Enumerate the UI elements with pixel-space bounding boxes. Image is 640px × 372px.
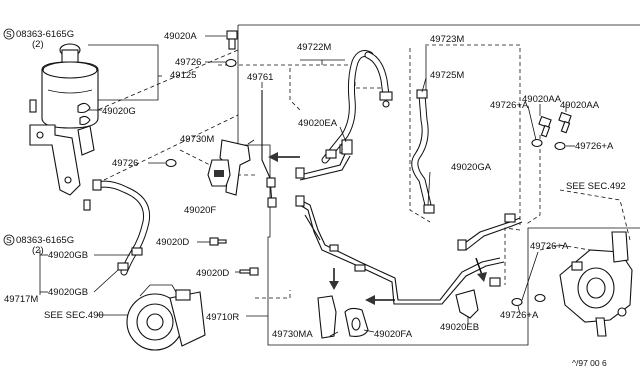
dashed-guide-9 — [504, 227, 521, 285]
label-49730MA: 49730MA — [272, 329, 313, 340]
label-49730M: 49730M — [180, 134, 214, 145]
label-49020EB: 49020EB — [440, 322, 479, 333]
label-49761: 49761 — [247, 72, 273, 83]
label-see-sec-490: SEE SEC.490 — [44, 310, 104, 321]
dashed-guide-12 — [524, 135, 541, 226]
dashed-guide-6 — [425, 44, 521, 225]
bolt-49020AA-left — [538, 115, 552, 138]
bolt-49020A — [226, 30, 238, 50]
washer-49726-top — [225, 58, 237, 68]
reservoir-group-bracket — [88, 44, 159, 101]
label-49725M: 49725M — [430, 70, 464, 81]
footer-code: ^/97 00 6 — [572, 358, 607, 368]
direction-arrow-left-2 — [365, 295, 395, 305]
label-49726A-upper-right: 49726+A — [575, 141, 614, 152]
label-49020F: 49020F — [184, 205, 216, 216]
label-49726A-mid: 49726+A — [530, 241, 569, 252]
pressure-hose-49722M — [321, 50, 393, 164]
power-steering-pump — [126, 284, 206, 351]
label-bolt-top-qty: (2) — [32, 39, 44, 50]
direction-arrow-left — [268, 152, 300, 162]
label-49726-mid: 49726 — [112, 158, 138, 169]
leader-lines — [39, 35, 575, 337]
clamp-49020EB — [455, 289, 479, 319]
label-49020G: 49020G — [102, 106, 136, 117]
washer-49726A-upper-left — [531, 138, 543, 148]
dashed-guide-7 — [179, 149, 255, 176]
washer-49726A-lower-right — [534, 293, 546, 303]
bracket-49730MA — [317, 295, 337, 339]
label-49020A: 49020A — [164, 31, 197, 42]
washer-49726A-lower-left — [511, 297, 523, 307]
reservoir-bracket — [29, 99, 95, 211]
bolt-49020D-lower — [239, 267, 259, 276]
label-49020D-lower: 49020D — [196, 268, 229, 279]
label-49020AA-right: 49020AA — [560, 100, 600, 111]
dashed-guide-4 — [289, 68, 301, 111]
circled-s-letter-bottom: S — [6, 235, 12, 245]
main-assembly-frame — [237, 24, 640, 346]
cushion-49020F — [207, 159, 231, 187]
reservoir-return-hose — [92, 179, 151, 276]
label-49717M: 49717M — [4, 294, 38, 305]
clamp-49020G — [77, 102, 91, 126]
bolt-49020D-upper — [209, 237, 227, 246]
label-49710R: 49710R — [206, 312, 239, 323]
label-49726-top: 49726 — [175, 57, 201, 68]
dashed-guide-3 — [218, 64, 390, 89]
label-49020FA: 49020FA — [374, 329, 413, 340]
washer-49726-mid — [165, 158, 177, 168]
cushion-49020FA — [344, 307, 369, 337]
dashed-guide-2 — [103, 114, 239, 181]
direction-arrow-down-1 — [329, 268, 339, 290]
dashed-guide-5 — [409, 48, 431, 223]
steering-gear-box — [559, 231, 633, 337]
label-bolt-bottom-qty: (2) — [32, 245, 44, 256]
clamp-49020EA — [341, 139, 353, 155]
label-49726A-upper-left: 49726+A — [490, 100, 529, 111]
label-49020D-upper: 49020D — [156, 237, 189, 248]
label-bolt-top: 08363-6165G — [16, 29, 74, 40]
direction-arrow-down-2 — [475, 257, 487, 282]
circled-s-symbol-bottom — [3, 234, 15, 246]
label-49020EA: 49020EA — [298, 118, 338, 129]
label-49726A-lower: 49726+A — [500, 310, 539, 321]
circled-s-symbol-top — [3, 28, 15, 40]
reservoir-tank — [41, 43, 99, 129]
label-49723M: 49723M — [430, 34, 464, 45]
label-49020AA-left: 49020AA — [522, 94, 562, 105]
return-hose-49725M — [411, 89, 435, 214]
label-49020GA: 49020GA — [451, 162, 492, 173]
label-bolt-bottom: 08363-6165G — [16, 235, 74, 246]
label-49020GB-upper: 49020GB — [48, 250, 88, 261]
pipe-49761 — [261, 90, 273, 206]
bolt-49020AA-right — [558, 111, 572, 134]
tube-assembly-49710R — [295, 144, 523, 305]
label-49722M: 49722M — [297, 42, 331, 53]
label-see-sec-492: SEE SEC.492 — [566, 181, 626, 192]
dashed-guide-8 — [255, 290, 291, 299]
label-49125: 49125 — [170, 70, 196, 81]
washer-49726A-upper-right — [554, 141, 566, 151]
circled-s-letter-top: S — [6, 29, 12, 39]
label-49020GB-lower: 49020GB — [48, 287, 88, 298]
